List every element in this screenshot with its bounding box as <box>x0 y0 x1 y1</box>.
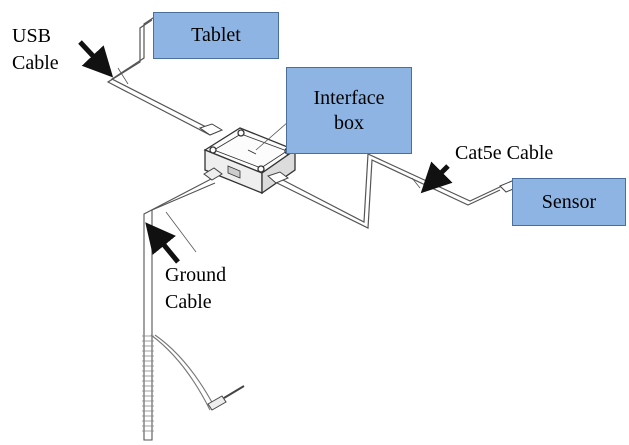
interface-box <box>203 127 297 195</box>
ground-cable-label-line2: Cable <box>165 291 212 313</box>
cat5e-arrow-icon <box>420 161 453 194</box>
usb-arrow-icon <box>78 40 114 78</box>
interface-box-label-line2: box <box>334 111 364 134</box>
interface-leader-line <box>255 121 289 151</box>
tablet-label: Tablet <box>153 12 279 59</box>
interface-box-label: Interface box <box>286 67 412 154</box>
usb-cable-label-line1: USB <box>12 25 51 47</box>
cat5e-connectors <box>267 171 519 193</box>
ground-cable-label-line1: Ground <box>165 264 227 286</box>
tablet-label-text: Tablet <box>191 24 241 46</box>
sensor-label: Sensor <box>512 178 626 226</box>
sensor-label-text: Sensor <box>541 190 597 213</box>
usb-cable-label: USB Cable <box>12 23 59 77</box>
ground-plug <box>203 167 245 411</box>
usb-connector <box>198 123 224 136</box>
cat5e-cable-label: Cat5e Cable <box>455 140 553 167</box>
interface-box-label-line1: Interface <box>313 86 385 109</box>
usb-cable-label-line2: Cable <box>12 52 59 74</box>
cat5e-cable <box>274 153 503 229</box>
ground-coil <box>142 335 154 432</box>
ground-cable-label: Ground Cable <box>165 262 226 316</box>
ground-arrow-icon <box>145 222 180 264</box>
usb-cable <box>106 15 213 136</box>
cat5e-cable-label-text: Cat5e Cable <box>455 142 554 164</box>
ground-cable <box>143 177 216 441</box>
